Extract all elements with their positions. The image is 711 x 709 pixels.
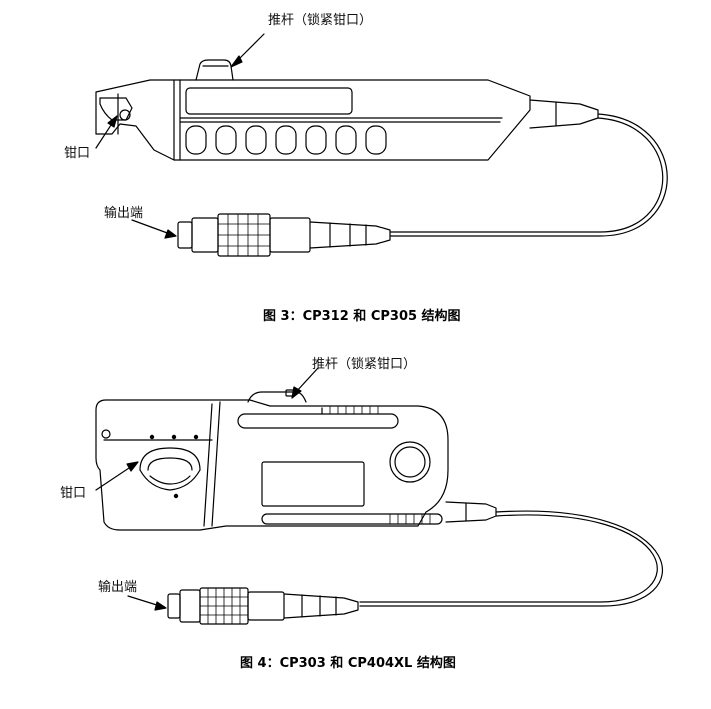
figure4-pushrod-label: 推杆（锁紧钳口）: [312, 357, 417, 372]
figure3-pushrod-label: 推杆（锁紧钳口）: [268, 13, 373, 28]
figure3-grip-ribs: [185, 125, 387, 155]
figure4-caption: 图 4：CP303 和 CP404XL 结构图: [240, 656, 456, 671]
figure4-jaw-label: 钳口: [60, 486, 87, 501]
figure4-output-connector: [167, 587, 359, 625]
figure3-output-label: 输出端: [104, 206, 144, 221]
figure3-jaw-label: 钳口: [64, 146, 91, 161]
figure3-output-connector: [177, 213, 391, 257]
figure3-caption: 图 3：CP312 和 CP305 结构图: [263, 309, 461, 324]
figure4-output-label: 输出端: [98, 580, 138, 595]
figure4-probe-drawing: [95, 367, 663, 625]
figure3-probe-drawing: [95, 33, 668, 257]
